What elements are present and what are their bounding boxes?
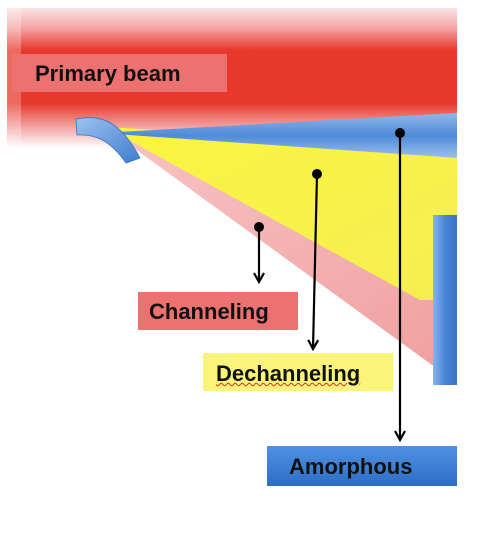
dechanneling-label: Dechanneling [216,361,361,386]
channeling-label: Channeling [149,299,269,324]
channeling-label-box [138,292,298,330]
amorphous-label: Amorphous [289,454,413,479]
amorphous-beam [100,113,457,158]
primary-beam-label-box [12,54,227,92]
primary-beam-label: Primary beam [35,61,181,86]
dechanneling-label-box [203,353,393,391]
detector-panel [433,215,457,385]
bent-crystal [75,117,141,164]
dechanneling-pointer-arrow [313,173,317,349]
amorphous-label-box [267,446,457,486]
dechanneling-region [105,127,457,300]
